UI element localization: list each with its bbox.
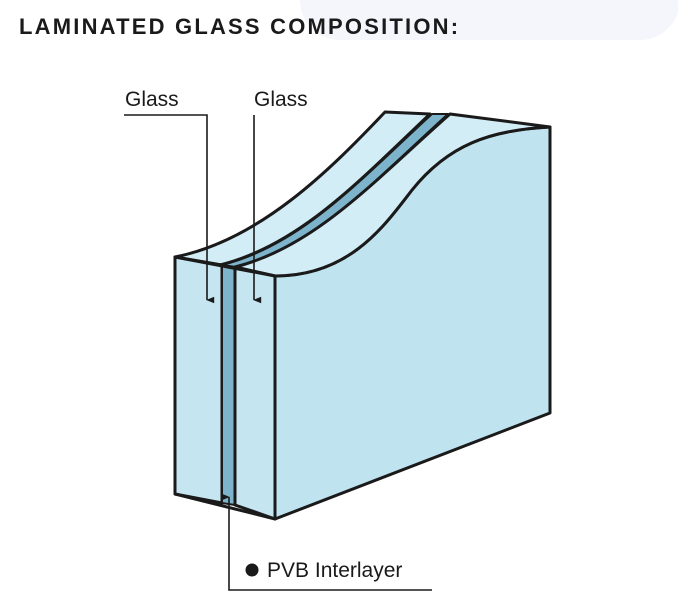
background-shape: [300, 0, 678, 40]
glass-front-left: [173, 255, 224, 505]
pvb-front: [221, 264, 236, 506]
label-pvb-interlayer: PVB Interlayer: [267, 559, 402, 582]
glass-front-right: [233, 265, 277, 521]
page-title: LAMINATED GLASS COMPOSITION:: [19, 14, 461, 39]
leader-line-glass-left: [124, 114, 215, 304]
leader-line-pvb: [221, 493, 432, 591]
glass-block-outline: [173, 255, 277, 521]
label-glass-left: Glass: [125, 88, 179, 111]
glass-top-face-right: [233, 112, 552, 278]
label-glass-right: Glass: [254, 88, 308, 111]
bullet-dot-icon: [245, 563, 259, 577]
